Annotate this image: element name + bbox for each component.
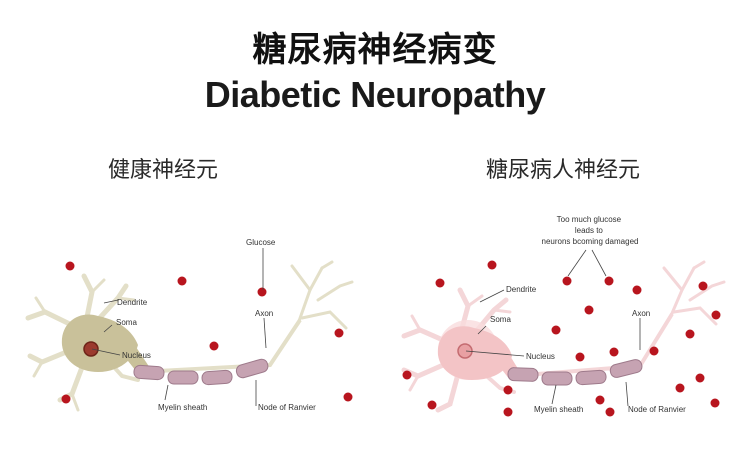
annotation-line: Too much glucose	[557, 215, 622, 224]
myelin-sheath-label: Myelin sheath	[534, 405, 583, 414]
glucose-dot	[427, 400, 437, 410]
healthy-neuron-heading: 健康神经元	[108, 158, 219, 183]
myelin-segment	[541, 371, 573, 386]
healthy-axon	[139, 318, 302, 374]
title-english: Diabetic Neuropathy	[204, 74, 546, 115]
glucose-dot	[65, 261, 75, 271]
healthy-soma	[61, 314, 138, 372]
title-chinese: 糖尿病神经病变	[252, 30, 498, 70]
glucose-dot	[695, 373, 705, 383]
damage-annotation: Too much glucose leads to neurons bcomin…	[542, 215, 639, 246]
dendrite-label: Dendrite	[506, 285, 537, 294]
nucleus-label: Nucleus	[122, 351, 151, 360]
myelin-segment	[609, 359, 643, 378]
soma-label: Soma	[490, 315, 511, 324]
glucose-dot	[595, 395, 605, 405]
myelin-segment	[235, 358, 269, 379]
glucose-dot	[609, 347, 619, 357]
diabetic-nucleus	[457, 343, 473, 359]
diabetic-axon-terminals	[662, 260, 726, 326]
healthy-axon-terminals	[290, 260, 354, 330]
glucose-dot	[435, 278, 445, 288]
glucose-dot	[649, 346, 659, 356]
glucose-dot	[710, 398, 720, 408]
diabetic-leader-lines	[465, 249, 641, 407]
glucose-dot	[61, 394, 71, 404]
diabetic-neuron: Too much glucose leads to neurons bcomin…	[401, 215, 726, 417]
glucose-dot	[675, 383, 685, 393]
myelin-segment	[167, 370, 199, 385]
diabetic-glucose-dots	[402, 260, 721, 417]
glucose-dot	[402, 370, 412, 380]
glucose-dot	[604, 276, 614, 286]
myelin-sheath-label: Myelin sheath	[158, 403, 207, 412]
myelin-segment	[575, 369, 607, 386]
dendrite-label: Dendrite	[117, 298, 148, 307]
diabetic-neuron-heading: 糖尿病人神经元	[486, 158, 641, 183]
glucose-dot	[503, 407, 513, 417]
glucose-dot	[632, 285, 642, 295]
diabetic-axon	[511, 312, 674, 378]
glucose-dot	[584, 305, 594, 315]
healthy-neuron: Glucose Dendrite Soma Nucleus Axon Myeli…	[25, 238, 354, 412]
axon-label: Axon	[632, 309, 650, 318]
glucose-label: Glucose	[246, 238, 276, 247]
soma-label: Soma	[116, 318, 137, 327]
diabetic-myelin-sheath	[507, 359, 643, 386]
glucose-dot	[343, 392, 353, 402]
annotation-line: neurons bcoming damaged	[542, 237, 639, 246]
healthy-glucose-dots	[61, 261, 353, 404]
glucose-dot	[711, 310, 721, 320]
diabetic-soma	[437, 326, 512, 380]
axon-label: Axon	[255, 309, 273, 318]
myelin-segment	[133, 364, 165, 381]
glucose-dot	[605, 407, 615, 417]
glucose-dot	[685, 329, 695, 339]
myelin-segment	[507, 367, 539, 382]
glucose-dot	[503, 385, 513, 395]
node-of-ranvier-label: Node of Ranvier	[628, 405, 686, 414]
glucose-dot	[551, 325, 561, 335]
healthy-nucleus	[83, 341, 99, 357]
glucose-dot	[575, 352, 585, 362]
glucose-dot	[209, 341, 219, 351]
nucleus-label: Nucleus	[526, 352, 555, 361]
glucose-dot	[562, 276, 572, 286]
glucose-dot	[177, 276, 187, 286]
myelin-segment	[201, 369, 233, 386]
glucose-dot	[487, 260, 497, 270]
glucose-dot	[698, 281, 708, 291]
glucose-dot	[334, 328, 344, 338]
healthy-leader-lines	[91, 248, 267, 406]
annotation-line: leads to	[575, 226, 604, 235]
healthy-myelin-sheath	[133, 358, 269, 386]
glucose-dot	[257, 287, 267, 297]
node-of-ranvier-label: Node of Ranvier	[258, 403, 316, 412]
